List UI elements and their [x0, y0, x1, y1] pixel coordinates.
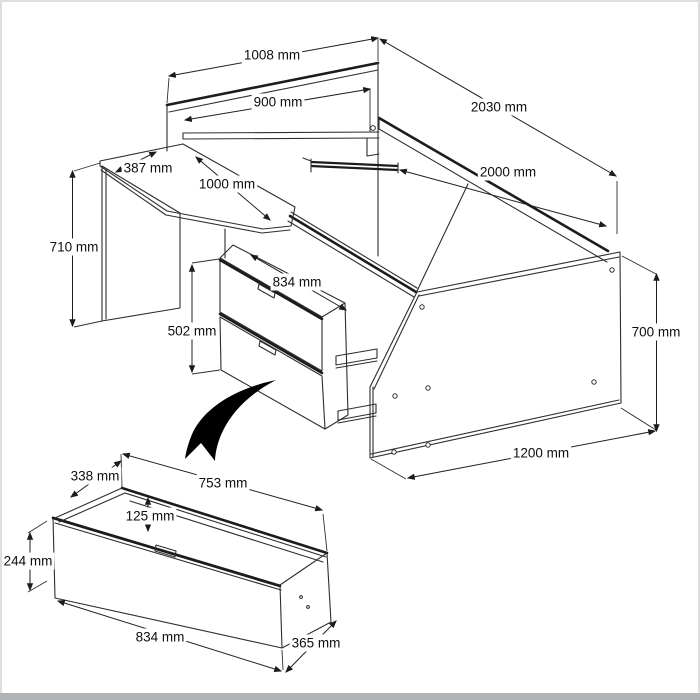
desk-slide-rail [182, 131, 399, 174]
dimension-label-mask [68, 467, 122, 485]
bed-front-rail [287, 211, 418, 298]
dimension-label-mask [270, 273, 324, 291]
dimension-label: 834 mm [273, 275, 322, 290]
dimension-label: 125 mm [126, 509, 175, 524]
page-bottom-bar [0, 693, 700, 700]
page-frame-top [0, 0, 700, 2]
dimension-label-mask [133, 628, 187, 646]
dimension-label: 1200 mm [513, 446, 569, 461]
dimension-label: 710 mm [50, 240, 99, 255]
page-frame-right [698, 0, 700, 700]
dimension-label-mask [196, 474, 250, 492]
dimension-label-mask [123, 507, 177, 525]
bed-end-panel [369, 183, 622, 459]
dimension-label: 2000 mm [480, 165, 536, 180]
dimension-label-mask [196, 175, 258, 193]
dimension-label: 834 mm [136, 630, 185, 645]
dimension-labels: 1008 mm 900 mm 2030 mm 2000 mm 700 mm 1200 mm… [1, 46, 683, 652]
dimension-label: 365 mm [292, 636, 341, 651]
dimension-label-mask [1, 552, 55, 570]
detail-callout-arrow [185, 380, 276, 461]
bed-side-rail [377, 116, 610, 263]
drawer-handle [258, 340, 277, 356]
dimension-label-mask [510, 444, 572, 462]
dimension-label: 700 mm [632, 325, 681, 340]
dimension-label-mask [629, 323, 683, 341]
dimension-label-mask [468, 98, 530, 116]
dimension-label: 502 mm [168, 324, 217, 339]
dimension-label-mask [121, 159, 175, 177]
dimension-label: 753 mm [199, 476, 248, 491]
drawer-detail-drawing [51, 486, 332, 649]
dimension-label: 1000 mm [199, 177, 255, 192]
dimension-label: 900 mm [254, 95, 303, 110]
dimension-label-mask [251, 93, 305, 111]
dimension-label: 1008 mm [244, 48, 300, 63]
bed-assembly-drawing [99, 61, 622, 459]
dimension-label-mask [241, 46, 303, 64]
drawer-handle [154, 544, 177, 558]
dimension-label: 387 mm [124, 161, 173, 176]
side-shelves [335, 348, 378, 424]
dimension-label-mask [165, 322, 219, 340]
pull-out-desk [99, 143, 296, 322]
dimension-label-mask [47, 238, 101, 256]
dimension-label-mask [289, 634, 343, 652]
dimension-label-mask [477, 163, 539, 181]
dimension-label: 338 mm [71, 469, 120, 484]
dimension-label: 2030 mm [471, 100, 527, 115]
page-frame-left [0, 0, 2, 700]
dimension-label: 244 mm [4, 554, 53, 569]
